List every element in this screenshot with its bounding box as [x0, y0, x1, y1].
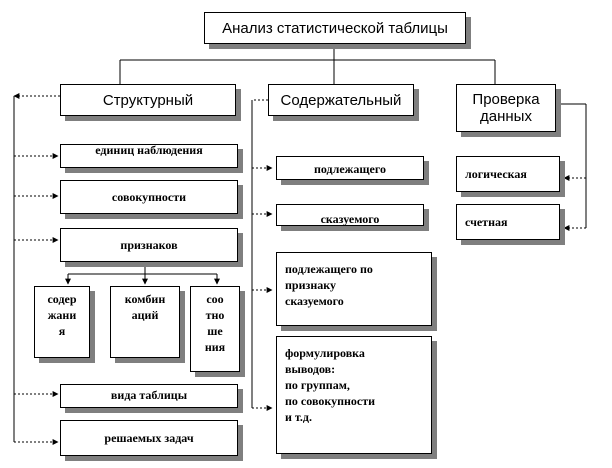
- attribute-sub-label: соо тно ше ния: [204, 292, 226, 354]
- content-item-subject: подлежащего: [276, 156, 424, 180]
- structural-header-label: Структурный: [102, 91, 194, 109]
- check-header-label: Проверка данных: [472, 91, 540, 125]
- check-header-box: Проверка данных: [456, 84, 556, 132]
- check-item-logical: логическая: [456, 156, 560, 192]
- structural-item-label: вида таблицы: [110, 388, 188, 402]
- content-header-label: Содержательный: [280, 91, 402, 109]
- content-item-label: формулировка выводов: по группам, по сов…: [285, 346, 376, 424]
- check-item-label: счетная: [465, 215, 508, 229]
- structural-item-tasks: решаемых задач: [60, 420, 238, 456]
- structural-header-box: Структурный: [60, 84, 236, 116]
- structural-item-label: признаков: [120, 238, 178, 252]
- content-item-conclusions: формулировка выводов: по группам, по сов…: [276, 336, 432, 454]
- content-header-box: Содержательный: [268, 84, 414, 116]
- attribute-sub-ratio: соо тно ше ния: [190, 286, 240, 372]
- structural-item-table-type: вида таблицы: [60, 384, 238, 408]
- diagram-title-box: Анализ статистической таблицы: [204, 12, 466, 44]
- attribute-sub-combination: комбин аций: [110, 286, 180, 358]
- content-item-label: сказуемого: [320, 212, 380, 226]
- check-item-count: счетная: [456, 204, 560, 240]
- attribute-sub-content: содер жани я: [34, 286, 90, 358]
- content-item-predicate: сказуемого: [276, 204, 424, 226]
- attribute-sub-label: комбин аций: [124, 292, 166, 322]
- structural-item-label: решаемых задач: [104, 431, 194, 445]
- structural-item-units: единиц наблюдения: [60, 144, 238, 168]
- structural-item-label: единиц наблюдения: [95, 144, 203, 157]
- content-item-subject-by-predicate: подлежащего по признаку сказуемого: [276, 252, 432, 326]
- diagram-title: Анализ статистической таблицы: [222, 19, 448, 37]
- content-item-label: подлежащего: [313, 162, 386, 176]
- structural-item-attributes: признаков: [60, 228, 238, 262]
- check-item-label: логическая: [465, 167, 527, 181]
- attribute-sub-label: содер жани я: [47, 292, 77, 338]
- structural-item-label: совокупности: [111, 190, 187, 204]
- structural-item-population: совокупности: [60, 180, 238, 214]
- content-item-label: подлежащего по признаку сказуемого: [285, 262, 373, 308]
